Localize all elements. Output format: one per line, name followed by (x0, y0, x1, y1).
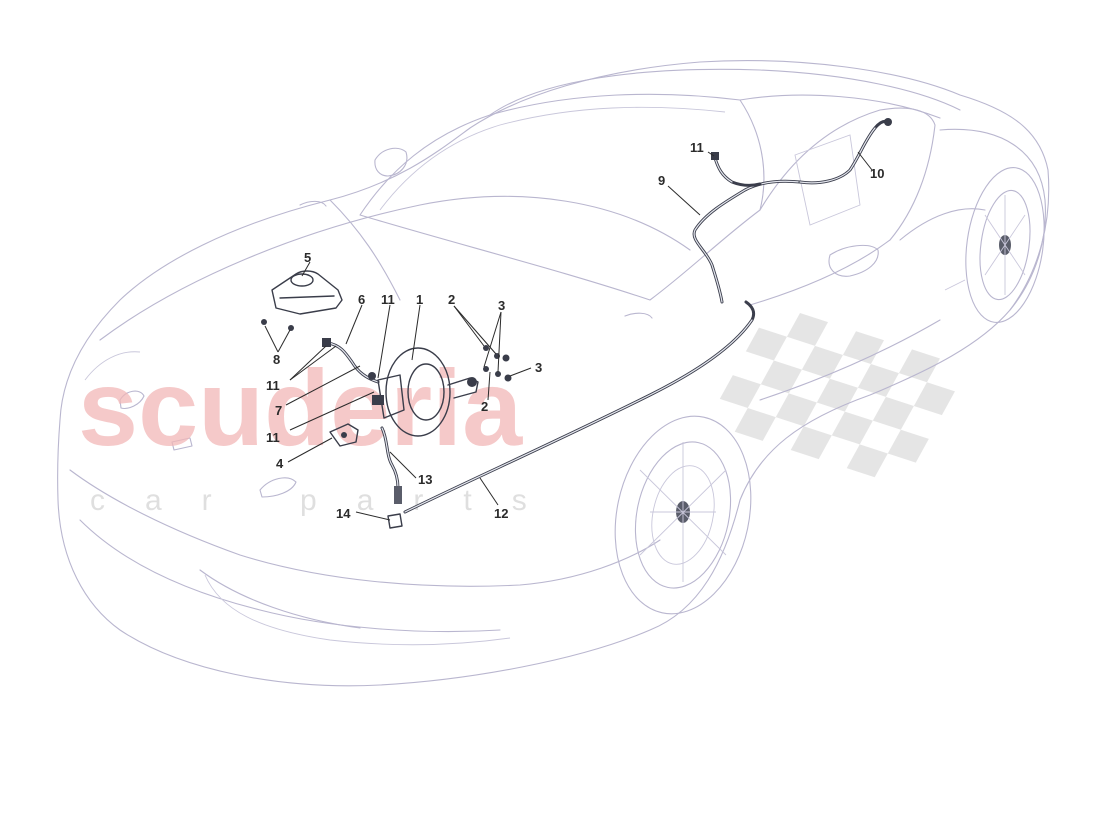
reservoir-screws (261, 319, 294, 331)
vacuum-pipe-long (403, 300, 756, 514)
callout-3-upper: 3 (498, 298, 505, 313)
brake-fluid-reservoir (271, 270, 343, 315)
callout-2-lower: 2 (481, 399, 488, 414)
leader-lines (264, 151, 873, 521)
front-wheel (614, 415, 752, 615)
callout-12: 12 (494, 506, 508, 521)
callout-7: 7 (275, 403, 282, 418)
callout-9: 9 (658, 173, 665, 188)
car-body-outline (57, 60, 1050, 687)
callout-3-right: 3 (535, 360, 542, 375)
callout-4: 4 (276, 456, 284, 471)
callout-13: 13 (418, 472, 432, 487)
callout-6: 6 (358, 292, 365, 307)
watermark-checkered-flag (719, 312, 955, 478)
pedal-bracket (329, 423, 359, 447)
vacuum-pipe-upper (692, 179, 802, 304)
callout-11-top: 11 (690, 140, 704, 155)
callout-1: 1 (416, 292, 423, 307)
callout-11-booster: 11 (381, 292, 395, 307)
brake-servo-booster (372, 347, 479, 437)
parts-group (261, 118, 892, 529)
callout-11-left: 11 (266, 378, 280, 393)
reservoir-hose (322, 338, 380, 384)
callout-14: 14 (336, 506, 351, 521)
connector-hose-upper (711, 152, 762, 187)
callout-10: 10 (870, 166, 884, 181)
callout-2-upper: 2 (448, 292, 455, 307)
callout-labels: 1 2 2 3 3 4 5 6 7 8 9 10 11 11 11 11 12 … (266, 140, 884, 521)
rear-wheel (965, 167, 1045, 323)
vacuum-line (380, 426, 403, 529)
callout-11-lower: 11 (266, 430, 280, 445)
mounting-nuts (483, 345, 512, 382)
callout-5: 5 (304, 250, 311, 265)
watermark-logo: scuderia car parts (78, 347, 527, 517)
callout-8: 8 (273, 352, 280, 367)
watermark-logo-text: scuderia (78, 347, 523, 468)
vacuum-pipe-rear (798, 118, 892, 185)
